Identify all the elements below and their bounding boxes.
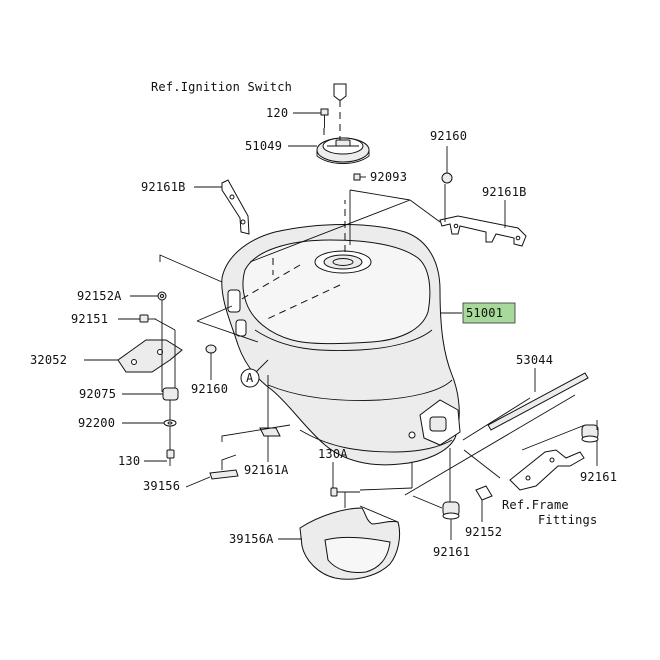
- ignition-switch-ref: [333, 83, 347, 101]
- label-fittings[interactable]: Fittings: [538, 513, 597, 527]
- bolt-130[interactable]: [166, 449, 175, 466]
- seal-53044[interactable]: [487, 372, 589, 431]
- label-92093[interactable]: 92093: [370, 170, 407, 184]
- label-130A[interactable]: 130A: [318, 447, 348, 461]
- label-leaders: [84, 112, 598, 540]
- label-51001[interactable]: 51001: [466, 306, 503, 320]
- collar-92152A[interactable]: [157, 291, 167, 301]
- washer-92200[interactable]: [163, 419, 177, 427]
- nut-92160-top[interactable]: [441, 172, 453, 184]
- heat-guard-39156A[interactable]: [299, 507, 401, 580]
- part-51001-highlight: [462, 302, 516, 324]
- labels: Ref.Ignition Switch 120 51049 92160 9209…: [30, 80, 617, 559]
- frame-fittings-ref: [509, 449, 585, 491]
- leader-lines: [154, 184, 598, 523]
- fuel-tank[interactable]: [221, 224, 461, 466]
- label-120[interactable]: 120: [266, 106, 288, 120]
- bracket-92161B-right[interactable]: [439, 215, 527, 247]
- bracket-32052[interactable]: [117, 339, 183, 373]
- label-92152A[interactable]: 92152A: [77, 289, 122, 303]
- label-92160-top[interactable]: 92160: [430, 129, 467, 143]
- label-92161B-left[interactable]: 92161B: [141, 180, 186, 194]
- label-92161-bottom[interactable]: 92161: [433, 545, 470, 559]
- filler-cap-51049[interactable]: [316, 137, 370, 164]
- label-92161B-right[interactable]: 92161B: [482, 185, 527, 199]
- damper-92075[interactable]: [162, 387, 179, 401]
- damper-92161-right[interactable]: [581, 424, 599, 443]
- label-32052[interactable]: 32052: [30, 353, 67, 367]
- label-92152[interactable]: 92152: [465, 525, 502, 539]
- label-39156A[interactable]: 39156A: [229, 532, 274, 546]
- bolt-130A[interactable]: [330, 487, 360, 497]
- label-92161-right[interactable]: 92161: [580, 470, 617, 484]
- label-92161A[interactable]: 92161A: [244, 463, 289, 477]
- label-ref-frame[interactable]: Ref.Frame: [502, 498, 569, 512]
- bracket-92161B-left[interactable]: [221, 179, 250, 235]
- callout-A-circle: [240, 368, 260, 388]
- bolt-92151[interactable]: [139, 314, 156, 323]
- label-39156[interactable]: 39156: [143, 479, 180, 493]
- plug-92093[interactable]: [353, 173, 361, 181]
- label-130[interactable]: 130: [118, 454, 140, 468]
- nut-92160-mid[interactable]: [205, 344, 217, 354]
- label-53044[interactable]: 53044: [516, 353, 553, 367]
- label-ref-ignition-switch[interactable]: Ref.Ignition Switch: [151, 80, 292, 94]
- bolt-120[interactable]: [320, 108, 329, 128]
- label-92075[interactable]: 92075: [79, 387, 116, 401]
- label-92200[interactable]: 92200: [78, 416, 115, 430]
- label-51049[interactable]: 51049: [245, 139, 282, 153]
- pad-39156[interactable]: [209, 469, 239, 480]
- label-92151[interactable]: 92151: [71, 312, 108, 326]
- collar-92152[interactable]: [475, 485, 493, 501]
- label-callout-A: A: [246, 371, 254, 385]
- label-92160-mid[interactable]: 92160: [191, 382, 228, 396]
- damper-92161-bottom[interactable]: [442, 501, 460, 520]
